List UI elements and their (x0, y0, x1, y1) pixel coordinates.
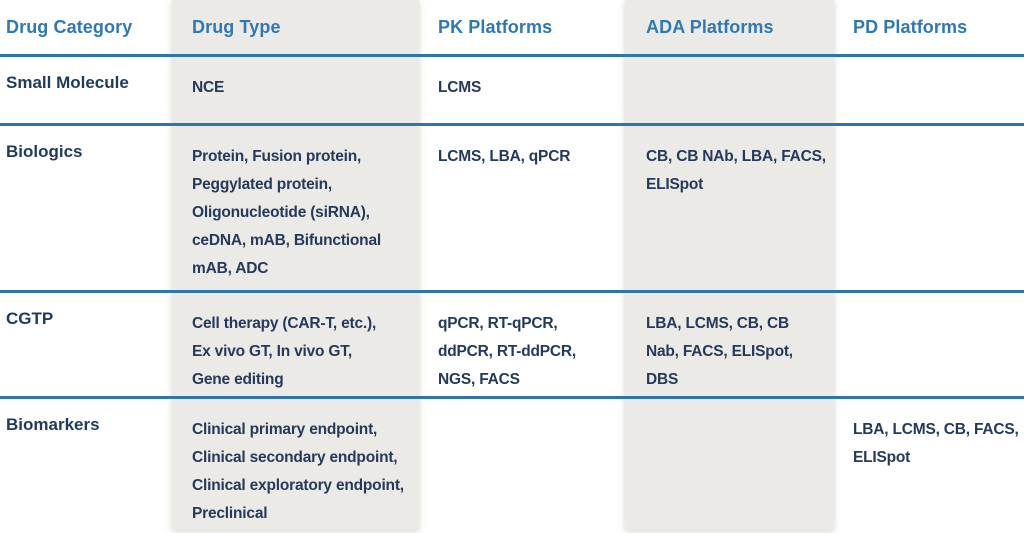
cell-pk-platforms (419, 399, 625, 533)
column-header-pk-platforms: PK Platforms (438, 17, 553, 37)
cell-ada-platforms (625, 399, 834, 533)
cell-drug-type: Clinical primary endpoint, Clinical seco… (192, 421, 404, 522)
shaded-column-ada-platforms (625, 0, 834, 530)
row-category-label: Biologics (6, 142, 83, 161)
cell-pd-platforms: LBA, LCMS, CB, FACS, ELISpot (853, 421, 1019, 466)
column-header-drug-type: Drug Type (192, 17, 281, 37)
shaded-column-drug-type (172, 0, 419, 530)
table-row-cgtp: CGTP Cell therapy (CAR-T, etc.), Ex vivo… (0, 293, 1024, 399)
cell-ada-platforms: LBA, LCMS, CB, CB Nab, FACS, ELISpot, DB… (646, 315, 793, 388)
row-category-label: Small Molecule (6, 73, 129, 92)
row-category-label: Biomarkers (6, 415, 100, 434)
cell-pk-platforms: qPCR, RT-qPCR, ddPCR, RT-ddPCR, NGS, FAC… (438, 315, 577, 388)
cell-drug-type: Cell therapy (CAR-T, etc.), Ex vivo GT, … (192, 315, 377, 388)
table-row-biologics: Biologics Protein, Fusion protein, Peggy… (0, 126, 1024, 293)
column-header-ada-platforms: ADA Platforms (646, 17, 774, 37)
table-row-biomarkers: Biomarkers Clinical primary endpoint, Cl… (0, 399, 1024, 533)
cell-drug-type: NCE (192, 79, 225, 96)
cell-ada-platforms: CB, CB NAb, LBA, FACS, ELISpot (646, 148, 826, 193)
cell-pd-platforms (834, 293, 1024, 396)
cell-ada-platforms (625, 57, 834, 123)
cell-pd-platforms (834, 57, 1024, 123)
column-header-pd-platforms: PD Platforms (853, 17, 968, 37)
table-header-row: Drug Category Drug Type PK Platforms ADA… (0, 0, 1024, 57)
cell-pd-platforms (834, 126, 1024, 290)
cell-pk-platforms: LCMS (438, 79, 482, 96)
column-header-drug-category: Drug Category (6, 17, 133, 37)
row-category-label: CGTP (6, 309, 54, 328)
cell-pk-platforms: LCMS, LBA, qPCR (438, 148, 571, 165)
cell-drug-type: Protein, Fusion protein, Peggylated prot… (192, 148, 381, 277)
table-row-small-molecule: Small Molecule NCE LCMS (0, 57, 1024, 126)
